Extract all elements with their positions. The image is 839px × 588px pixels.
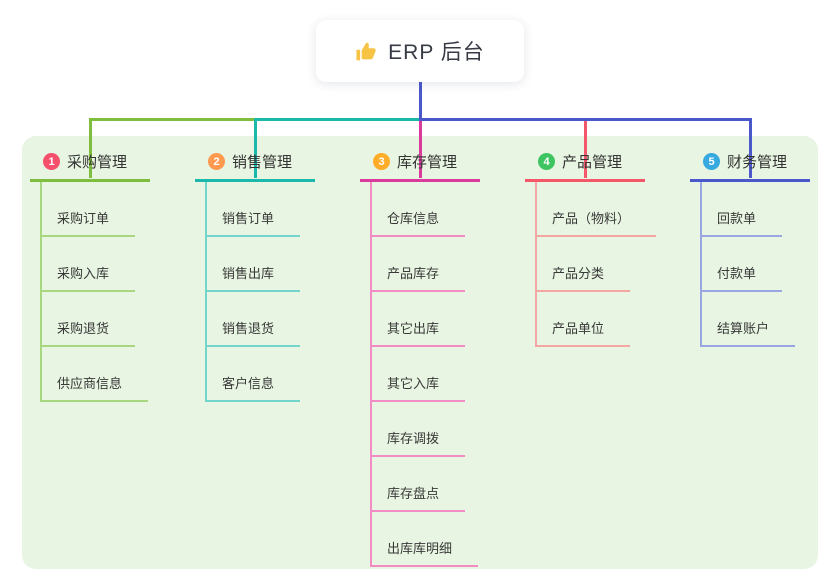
node-item[interactable]: 销售出库 — [207, 237, 301, 292]
branch-2: 2 销售管理销售订单销售出库销售退货客户信息 — [195, 149, 315, 402]
branch-number-badge-4: 4 — [538, 153, 555, 170]
node-item[interactable]: 采购退货 — [42, 292, 136, 347]
branch-1: 1 采购管理采购订单采购入库采购退货供应商信息 — [30, 149, 150, 402]
branch-items-4: 产品（物料）产品分类产品单位 — [535, 182, 657, 347]
node-item[interactable]: 供应商信息 — [42, 347, 149, 402]
branch-drop-line-3 — [418, 118, 422, 178]
node-item[interactable]: 销售退货 — [207, 292, 301, 347]
branch-drop-line-5 — [748, 118, 752, 178]
branch-drop-line-2 — [253, 118, 257, 178]
branch-number-badge-1: 1 — [43, 153, 60, 170]
node-item[interactable]: 产品分类 — [537, 237, 631, 292]
node-item[interactable]: 仓库信息 — [372, 182, 466, 237]
branch-header-1[interactable]: 1 采购管理 — [30, 149, 150, 182]
node-item[interactable]: 销售订单 — [207, 182, 301, 237]
root-label: ERP 后台 — [388, 41, 485, 64]
branch-number-badge-2: 2 — [208, 153, 225, 170]
branch-5: 5 财务管理回款单付款单结算账户 — [690, 149, 810, 347]
bus-segment-3 — [418, 118, 752, 121]
node-item[interactable]: 库存调拨 — [372, 402, 466, 457]
node-item[interactable]: 其它入库 — [372, 347, 466, 402]
branch-label-5: 财务管理 — [727, 154, 788, 171]
branch-drop-line-4 — [583, 118, 587, 178]
branch-items-5: 回款单付款单结算账户 — [700, 182, 796, 347]
node-item[interactable]: 出库库明细 — [372, 512, 479, 567]
node-item[interactable]: 产品单位 — [537, 292, 631, 347]
node-item[interactable]: 付款单 — [702, 237, 783, 292]
branch-header-5[interactable]: 5 财务管理 — [690, 149, 810, 182]
branch-number-badge-3: 3 — [373, 153, 390, 170]
node-item[interactable]: 产品（物料） — [537, 182, 657, 237]
node-item[interactable]: 结算账户 — [702, 292, 796, 347]
branch-header-4[interactable]: 4 产品管理 — [525, 149, 645, 182]
node-item[interactable]: 其它出库 — [372, 292, 466, 347]
branch-label-1: 采购管理 — [67, 154, 128, 171]
node-item[interactable]: 库存盘点 — [372, 457, 466, 512]
branch-items-3: 仓库信息产品库存其它出库其它入库库存调拨库存盘点出库库明细 — [370, 182, 479, 567]
branch-header-2[interactable]: 2 销售管理 — [195, 149, 315, 182]
node-item[interactable]: 客户信息 — [207, 347, 301, 402]
branch-label-2: 销售管理 — [232, 154, 293, 171]
branch-3: 3 库存管理仓库信息产品库存其它出库其它入库库存调拨库存盘点出库库明细 — [360, 149, 480, 567]
node-item[interactable]: 产品库存 — [372, 237, 466, 292]
thumbs-up-icon — [355, 40, 378, 63]
bus-segment-2 — [253, 118, 419, 121]
node-item[interactable]: 采购入库 — [42, 237, 136, 292]
branch-drop-line-1 — [88, 118, 92, 178]
root-node[interactable]: ERP 后台 — [316, 20, 524, 82]
branch-items-1: 采购订单采购入库采购退货供应商信息 — [40, 182, 149, 402]
branch-4: 4 产品管理产品（物料）产品分类产品单位 — [525, 149, 657, 347]
branch-items-2: 销售订单销售出库销售退货客户信息 — [205, 182, 301, 402]
branch-label-4: 产品管理 — [562, 154, 623, 171]
branch-label-3: 库存管理 — [397, 154, 458, 171]
node-item[interactable]: 回款单 — [702, 182, 783, 237]
bus-segment-1 — [88, 118, 254, 121]
root-drop-line — [418, 82, 422, 118]
branch-number-badge-5: 5 — [703, 153, 720, 170]
node-item[interactable]: 采购订单 — [42, 182, 136, 237]
branches-panel — [22, 136, 818, 569]
branch-header-3[interactable]: 3 库存管理 — [360, 149, 480, 182]
